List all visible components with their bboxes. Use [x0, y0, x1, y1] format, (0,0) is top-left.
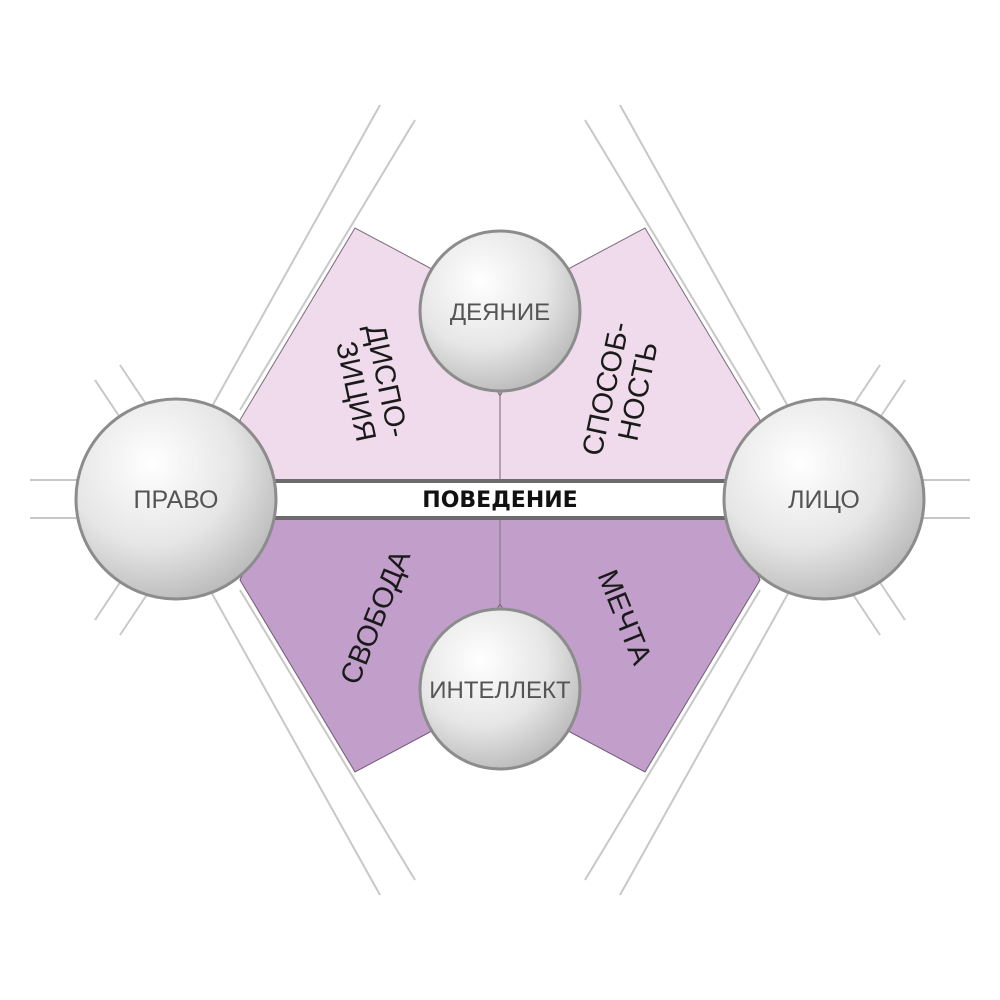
- guide-line: [584, 589, 761, 881]
- node-person-label: ЛИЦО: [788, 486, 860, 514]
- guide-line: [119, 589, 151, 636]
- node-law-label: ПРАВО: [134, 486, 219, 514]
- guide-lines: [30, 104, 970, 896]
- guide-line: [619, 589, 791, 896]
- node-intellect-label: ИНТЕЛЛЕКТ: [429, 677, 571, 704]
- guide-line: [584, 119, 761, 411]
- node-deed: ДЕЯНИЕ: [418, 229, 582, 393]
- node-person: ЛИЦО: [722, 397, 926, 601]
- guide-line: [849, 589, 881, 636]
- guide-line: [239, 589, 416, 881]
- behavior-label: ПОВЕДЕНИЕ: [422, 488, 577, 513]
- guide-line: [209, 104, 381, 411]
- guide-line: [209, 589, 381, 896]
- node-deed-label: ДЕЯНИЕ: [450, 299, 550, 326]
- node-intellect: ИНТЕЛЛЕКТ: [418, 607, 582, 771]
- guide-line: [619, 104, 791, 411]
- guide-line: [239, 119, 416, 411]
- node-law: ПРАВО: [74, 397, 278, 601]
